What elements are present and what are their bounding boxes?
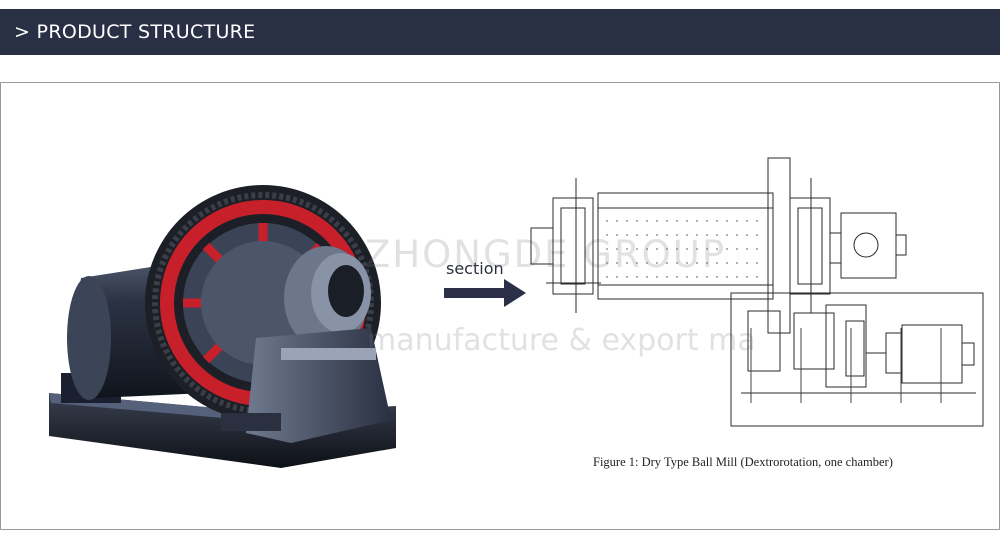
arrow-right-icon: [444, 279, 526, 307]
ball-mill-photo: [49, 185, 396, 468]
section-label: section: [446, 259, 504, 278]
technical-drawing: [530, 157, 984, 427]
section-title: > PRODUCT STRUCTURE: [14, 21, 256, 43]
section-header: > PRODUCT STRUCTURE: [0, 9, 1000, 55]
figure-caption: Figure 1: Dry Type Ball Mill (Dextrorota…: [593, 455, 893, 469]
product-structure-panel: section ZHONGDE GROUP manufacture & expo…: [0, 82, 1000, 530]
watermark-brand: ZHONGDE GROUP: [365, 233, 727, 276]
watermark-tagline: manufacture & export ma: [367, 323, 756, 358]
